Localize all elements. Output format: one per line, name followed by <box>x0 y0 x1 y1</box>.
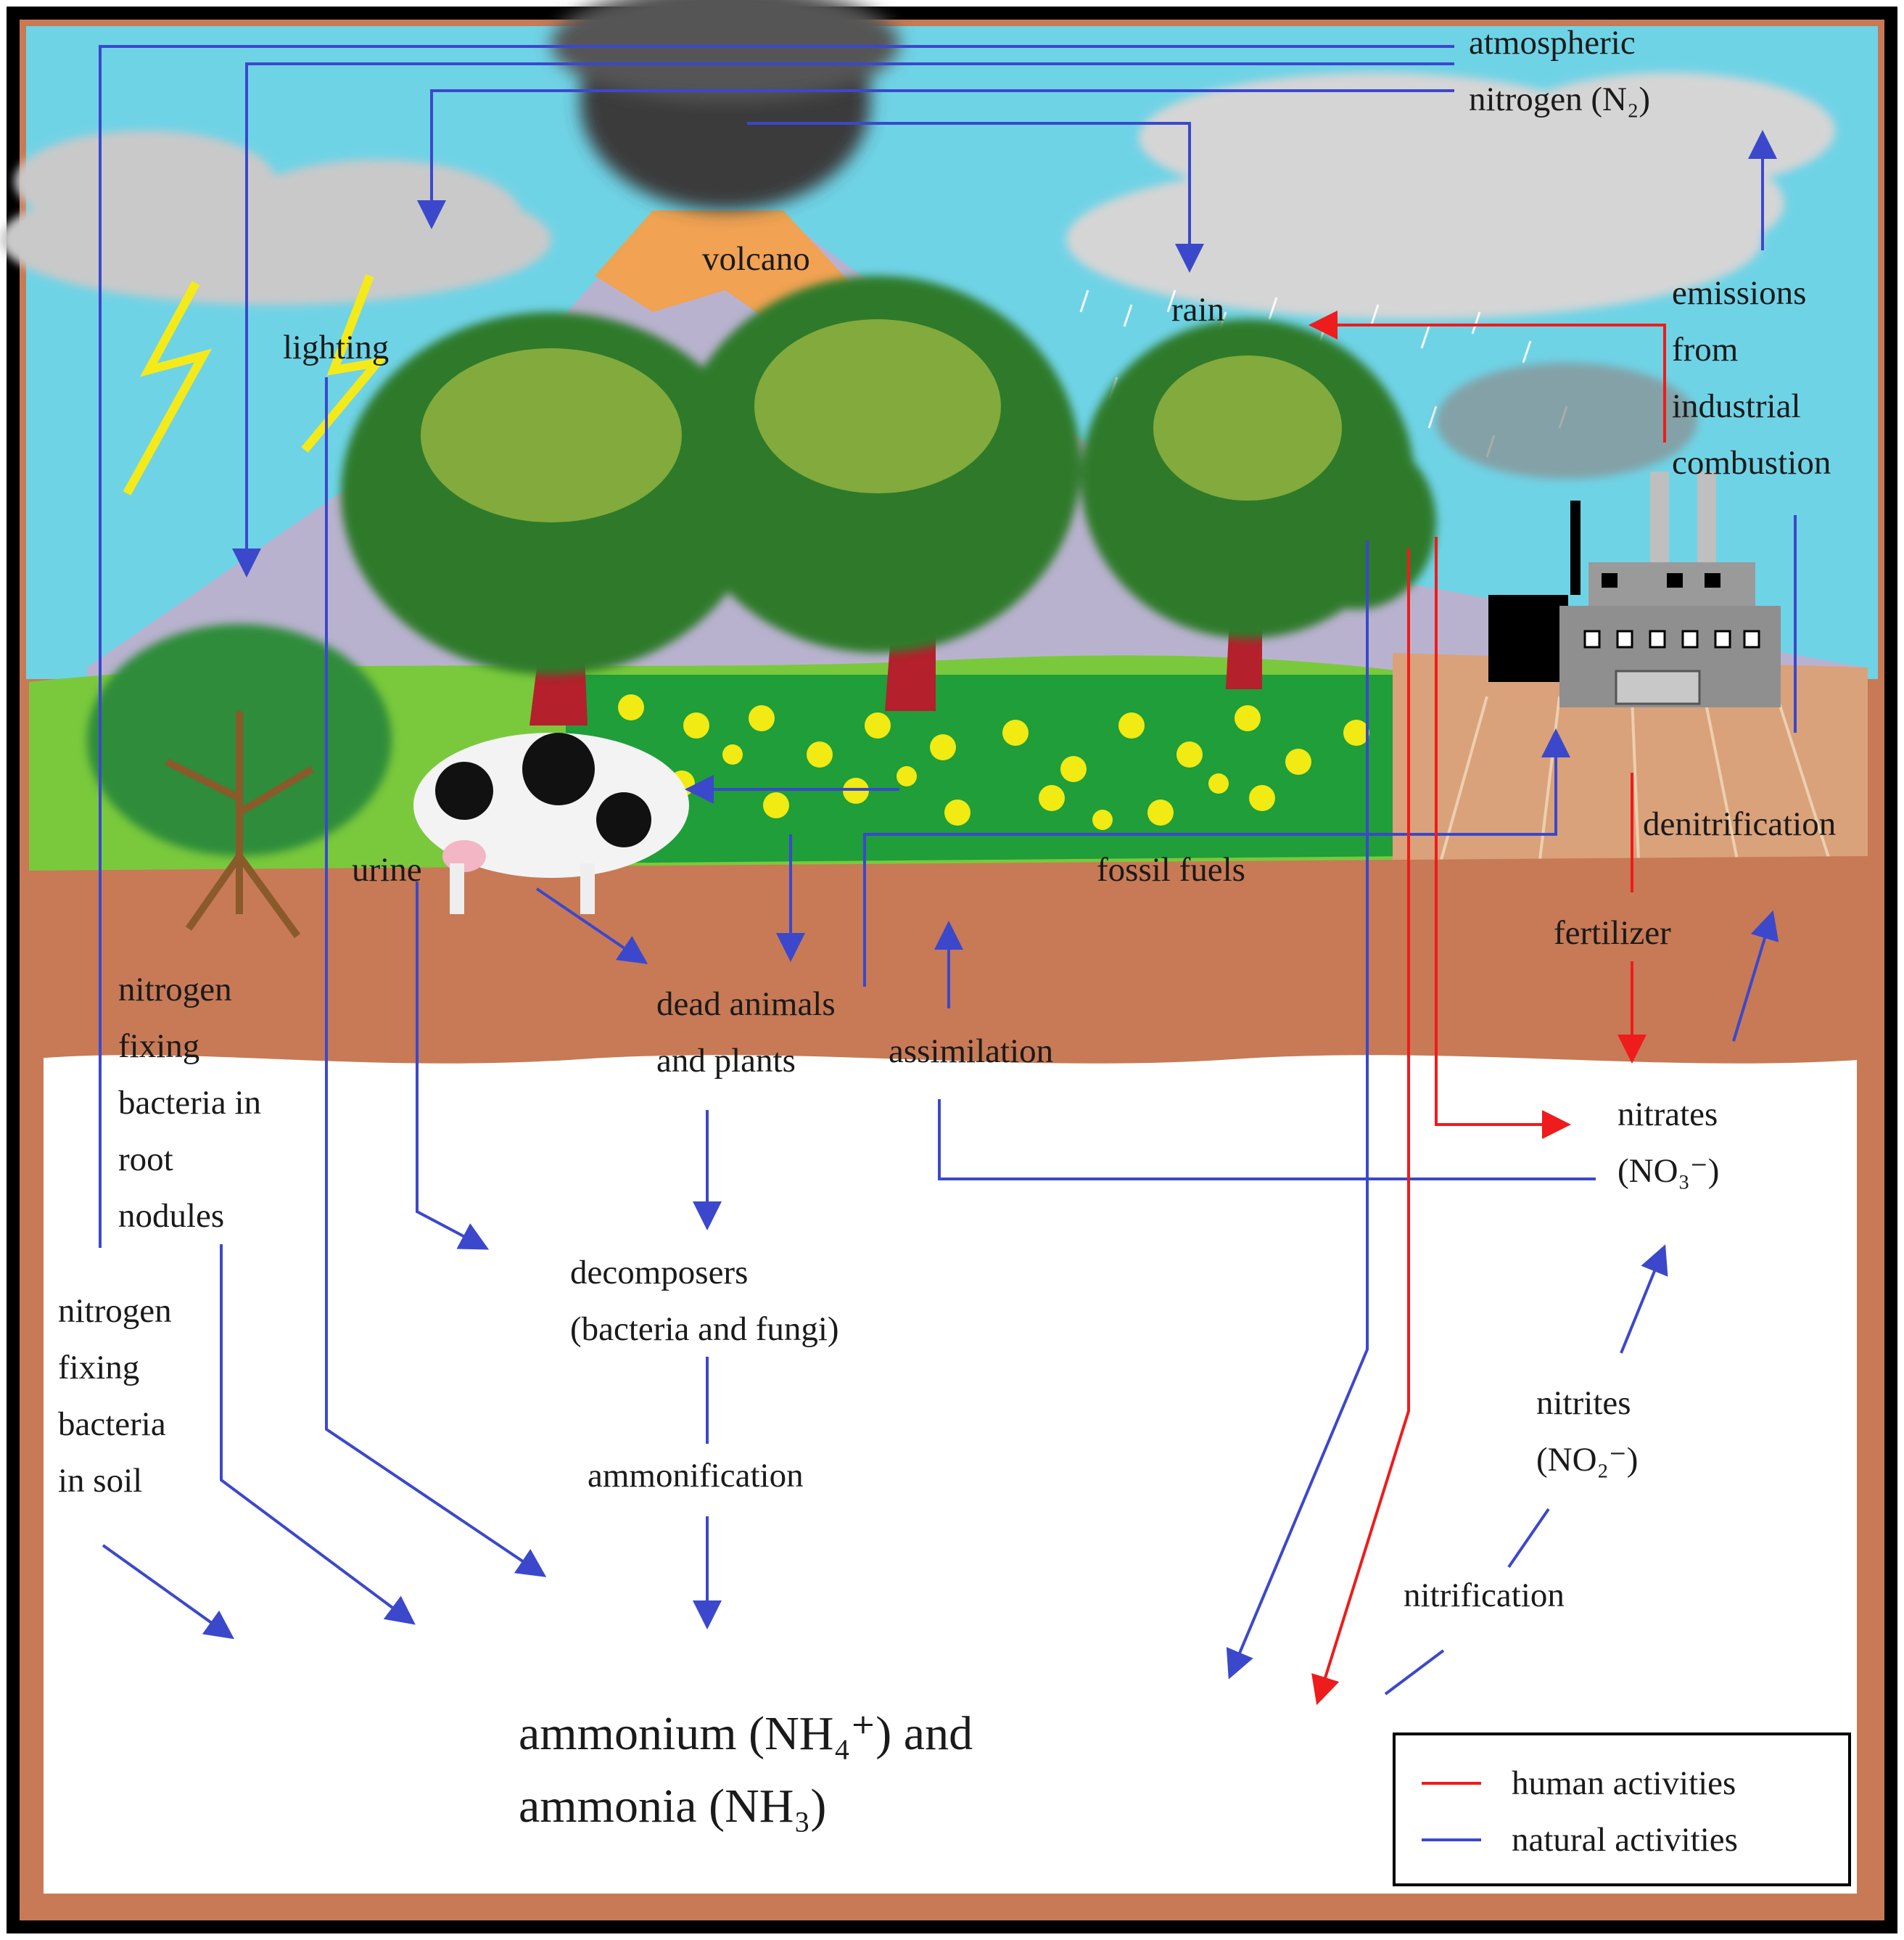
label-decomposers: decomposers (bacteria and fungi) <box>570 1254 839 1348</box>
lightning-bolt-left <box>123 281 213 496</box>
label-ammonium: ammonium (NH₄⁺) and ammonia (NH₃) <box>519 1707 973 1833</box>
label-emissions: emissions from industrial combustion <box>1672 274 1831 482</box>
soil-body <box>44 1008 1857 1894</box>
cow <box>413 733 689 914</box>
legend-human-swatch <box>1422 1782 1481 1785</box>
legend-natural-swatch <box>1422 1838 1481 1841</box>
label-dead-animals: dead animals and plants <box>656 985 836 1080</box>
label-lighting: lighting <box>283 329 390 366</box>
root-nodules <box>165 711 314 938</box>
legend: human activities natural activities <box>1393 1733 1851 1886</box>
label-nitrates: nitrates (NO₃⁻) <box>1617 1096 1720 1190</box>
cloud-right <box>1066 73 1835 319</box>
label-atmospheric-nitrogen: atmospheric nitrogen (N₂) <box>1469 24 1651 118</box>
lightning-bolt-right <box>301 274 388 453</box>
cloud-left <box>0 131 551 305</box>
label-rain: rain <box>1171 291 1225 329</box>
label-fossil-fuels: fossil fuels <box>1097 851 1245 889</box>
label-ammonification: ammonification <box>588 1457 804 1495</box>
natural-activity-arrows <box>99 45 1797 1696</box>
label-assimilation: assimilation <box>889 1032 1054 1070</box>
factory <box>1436 363 1781 707</box>
plowed-field <box>1393 653 1868 892</box>
legend-human-label: human activities <box>1512 1764 1736 1802</box>
legend-natural-label: natural activities <box>1512 1821 1738 1859</box>
label-nitrogen-fixing-soil: nitrogen fixing bacteria in soil <box>58 1292 172 1500</box>
label-denitrification: denitrification <box>1643 805 1837 843</box>
label-nitrification: nitrification <box>1404 1577 1565 1614</box>
label-fertilizer: fertilizer <box>1554 914 1671 952</box>
label-urine: urine <box>352 851 422 889</box>
label-nitrogen-fixing-root: nitrogen fixing bacteria in root nodules <box>118 971 262 1235</box>
human-activity-arrows <box>1309 311 1666 1706</box>
label-volcano: volcano <box>702 240 810 278</box>
label-nitrites: nitrites (NO₂⁻) <box>1536 1384 1639 1479</box>
